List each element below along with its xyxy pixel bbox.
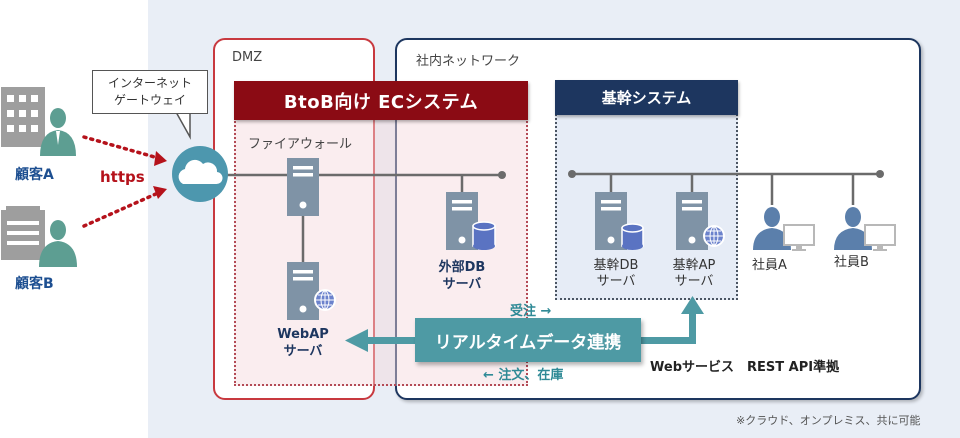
core-system-area [555, 114, 738, 300]
order-received-label: 受注 → [510, 304, 552, 319]
order-inventory-label: ← 注文、在庫 [483, 368, 564, 383]
employee-a-label: 社員A [752, 258, 787, 273]
employee-b-label: 社員B [834, 255, 869, 270]
intranet-line-start-dot [568, 170, 576, 178]
core-db-label-line2: サーバ [596, 274, 636, 289]
callout-pointer [175, 111, 191, 140]
customer-b-office-icon [1, 206, 45, 260]
core-ap-label-line2: サーバ [674, 274, 714, 289]
ec-system-title: BtoB向け ECシステム [234, 81, 528, 120]
employee-b-monitor-icon [864, 224, 896, 251]
customer-b-person-icon [39, 220, 77, 267]
webap-label-line1: WebAP [277, 327, 329, 342]
gateway-callout-line1: インターネット [107, 76, 192, 90]
core-system-title: 基幹システム [555, 80, 738, 115]
core-ap-server-icon [676, 192, 708, 250]
core-db-cylinder-icon [621, 223, 644, 250]
intranet-line-end-dot [876, 170, 884, 178]
employee-b-person-icon [834, 207, 872, 250]
network-lines [225, 172, 880, 270]
extdb-label-line1: 外部DB [438, 260, 486, 275]
gateway-callout-line2: ゲートウェイ [113, 93, 186, 107]
deployment-footnote: ※クラウド、オンプレミス、共に可能 [736, 414, 921, 427]
core-db-server-label: 基幹DB サーバ [576, 258, 656, 290]
to-core-ap-arrow-shaft-h [640, 337, 696, 344]
employee-a-monitor-icon [783, 224, 815, 251]
webap-server-icon [287, 262, 319, 320]
core-ap-globe-icon [703, 225, 725, 247]
customer-a-person-icon [40, 108, 76, 156]
integration-arrows [345, 296, 704, 352]
webservice-rest-label: Webサービス REST API準拠 [650, 360, 840, 375]
webap-globe-icon [314, 289, 336, 311]
core-db-label-line1: 基幹DB [593, 258, 639, 273]
cloud-icon [172, 146, 228, 202]
to-webap-arrow-shaft [365, 337, 417, 344]
webap-label-line2: サーバ [283, 344, 323, 359]
core-ap-label-line1: 基幹AP [672, 258, 716, 273]
dmz-line-end-dot [498, 171, 506, 179]
firewall-server-icon [287, 158, 319, 216]
gateway-callout: インターネット ゲートウェイ [92, 70, 208, 114]
customer-b-label: 顧客B [15, 276, 54, 292]
to-core-ap-arrow-shaft-v [689, 310, 696, 344]
https-label: https [100, 168, 145, 186]
realtime-data-integration-box: リアルタイムデータ連携 [415, 318, 641, 362]
extdb-label-line2: サーバ [442, 277, 482, 292]
external-db-cylinder-icon [472, 221, 496, 250]
webap-server-label: WebAP サーバ [263, 326, 343, 360]
customer-a-label: 顧客A [15, 167, 54, 183]
to-core-ap-arrow-head [681, 296, 704, 314]
external-db-server-label: 外部DB サーバ [422, 259, 502, 293]
dmz-label: DMZ [232, 50, 263, 65]
employee-a-person-icon [753, 207, 791, 250]
core-ap-server-label: 基幹AP サーバ [654, 258, 734, 290]
intranet-label: 社内ネットワーク [416, 54, 521, 69]
https-arrows [82, 135, 167, 228]
customer-a-building-icon [1, 87, 45, 147]
to-webap-arrow-head [345, 329, 368, 352]
firewall-label: ファイアウォール [248, 137, 353, 152]
